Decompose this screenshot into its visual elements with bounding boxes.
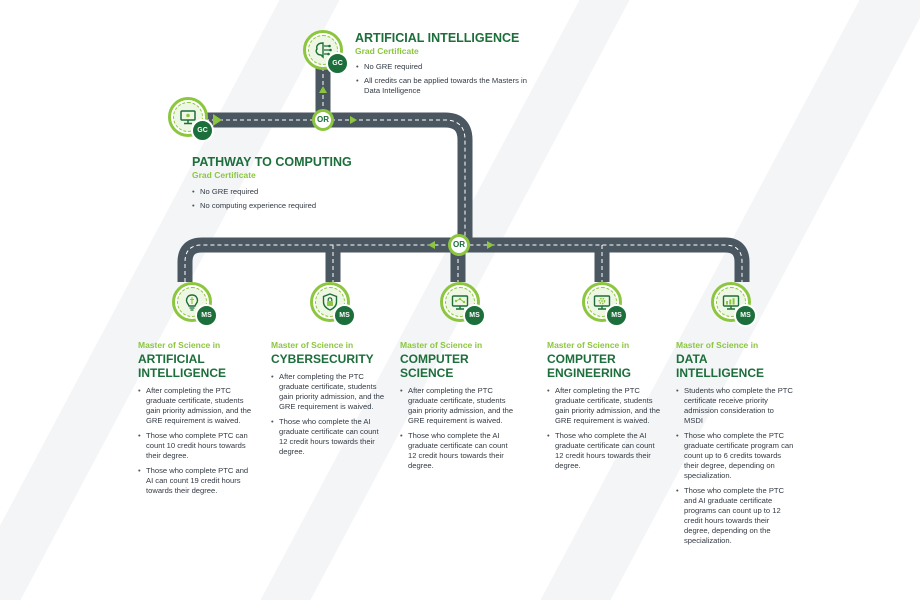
program-prefix: Master of Science in xyxy=(547,340,630,350)
bullet: After completing the PTC graduate certif… xyxy=(547,386,665,426)
program-prefix: Master of Science in xyxy=(271,340,354,350)
ms-ai-badge[interactable]: MS xyxy=(172,282,218,327)
bullet: After completing the PTC graduate certif… xyxy=(271,372,389,412)
bullet: All credits can be applied towards the M… xyxy=(356,76,531,96)
bullet: Those who complete PTC can count 10 cred… xyxy=(138,431,256,461)
bullet: After completing the PTC graduate certif… xyxy=(400,386,518,426)
or-node-bottom: OR xyxy=(448,234,470,256)
program-name: ARTIFICIAL INTELLIGENCE xyxy=(138,352,227,380)
ms-tag: MS xyxy=(734,304,757,327)
bullet: No GRE required xyxy=(356,62,531,72)
ptc-cert-badge[interactable]: GC xyxy=(168,97,214,142)
program-cybersecurity: Master of Science in CYBERSECURITY After… xyxy=(271,340,389,462)
bullet: After completing the PTC graduate certif… xyxy=(138,386,256,426)
ms-computer-engineering-badge[interactable]: MS xyxy=(582,282,628,327)
program-name: CYBERSECURITY xyxy=(271,352,374,366)
ms-tag: MS xyxy=(463,304,486,327)
gc-tag: GC xyxy=(326,52,349,75)
program-bullets: After completing the PTC graduate certif… xyxy=(547,386,665,471)
bullet: Those who complete the AI graduate certi… xyxy=(271,417,389,457)
program-bullets: After completing the PTC graduate certif… xyxy=(138,386,256,496)
gc-tag: GC xyxy=(191,119,214,142)
ai-cert-title: ARTIFICIAL INTELLIGENCE xyxy=(355,31,520,45)
bullet: Those who complete the PTC and AI gradua… xyxy=(676,486,794,546)
program-name: COMPUTER SCIENCE xyxy=(400,352,469,380)
bullet: No GRE required xyxy=(192,187,382,197)
ptc-cert-subtitle: Grad Certificate xyxy=(192,170,256,180)
ai-cert-badge[interactable]: GC xyxy=(303,30,349,75)
monitor-gear-icon xyxy=(593,295,611,310)
program-computer-engineering: Master of Science in COMPUTER ENGINEERIN… xyxy=(547,340,665,476)
program-data-intelligence: Master of Science in DATA INTELLIGENCE S… xyxy=(676,340,794,551)
computer-monitor-icon xyxy=(180,110,196,125)
bullet: Those who complete PTC and AI can count … xyxy=(138,466,256,496)
program-prefix: Master of Science in xyxy=(676,340,759,350)
brain-circuit-icon xyxy=(315,42,332,59)
ms-tag: MS xyxy=(333,304,356,327)
lightbulb-brain-icon xyxy=(185,294,199,311)
bullet: Those who complete the AI graduate certi… xyxy=(547,431,665,471)
monitor-chart-icon xyxy=(722,295,740,310)
program-name: COMPUTER ENGINEERING xyxy=(547,352,632,380)
bullet: No computing experience required xyxy=(192,201,382,211)
program-bullets: After completing the PTC graduate certif… xyxy=(400,386,518,471)
bullet: Those who complete the PTC graduate cert… xyxy=(676,431,794,481)
ms-computer-science-badge[interactable]: MS xyxy=(440,282,486,327)
program-bullets: Students who complete the PTC certificat… xyxy=(676,386,794,546)
program-bullets: After completing the PTC graduate certif… xyxy=(271,372,389,457)
ms-data-intelligence-badge[interactable]: MS xyxy=(711,282,757,327)
program-ai: Master of Science in ARTIFICIAL INTELLIG… xyxy=(138,340,256,501)
program-prefix: Master of Science in xyxy=(138,340,221,350)
ptc-cert-title: PATHWAY TO COMPUTING xyxy=(192,155,352,169)
bullet: Students who complete the PTC certificat… xyxy=(676,386,794,426)
bullet: Those who complete the AI graduate certi… xyxy=(400,431,518,471)
program-prefix: Master of Science in xyxy=(400,340,483,350)
ms-cybersecurity-badge[interactable]: MS xyxy=(310,282,356,327)
shield-lock-icon xyxy=(322,293,338,311)
program-name: DATA INTELLIGENCE xyxy=(676,352,765,380)
ai-cert-subtitle: Grad Certificate xyxy=(355,46,419,56)
ms-tag: MS xyxy=(605,304,628,327)
program-computer-science: Master of Science in COMPUTER SCIENCE Af… xyxy=(400,340,518,476)
or-node-top: OR xyxy=(312,109,334,131)
monitor-network-icon xyxy=(451,295,469,310)
ai-cert-bullets: No GRE required All credits can be appli… xyxy=(356,62,531,100)
ms-tag: MS xyxy=(195,304,218,327)
ptc-cert-bullets: No GRE required No computing experience … xyxy=(192,187,382,215)
